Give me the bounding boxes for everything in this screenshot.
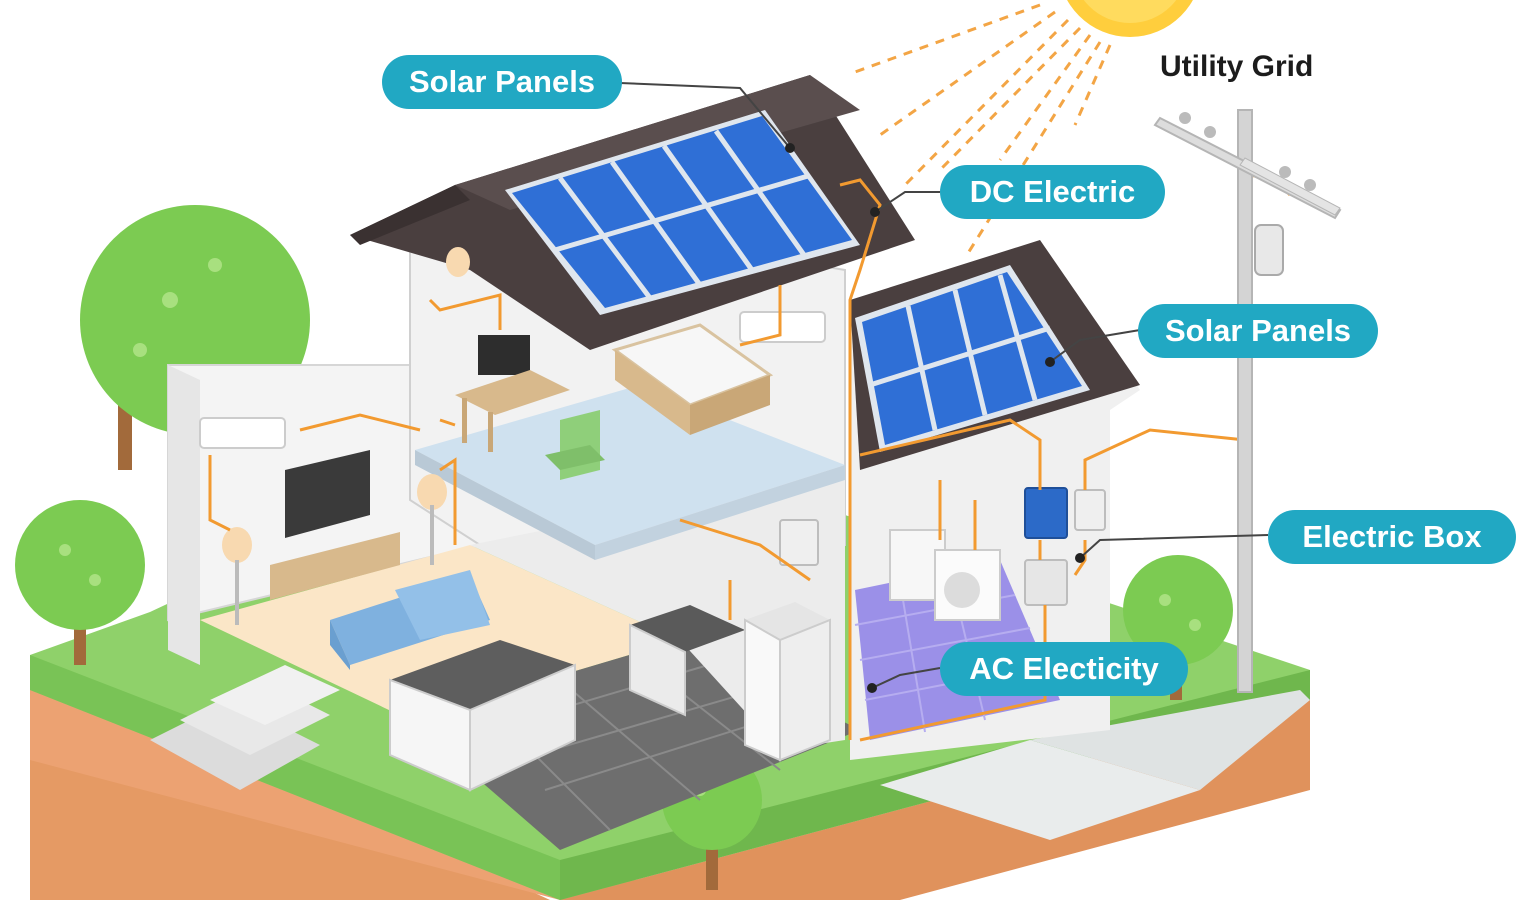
solar-panel-main — [505, 110, 860, 315]
sun-icon — [1067, 0, 1193, 37]
callout-dc-electric: DC Electric — [940, 165, 1165, 219]
callout-ac-electricity: AC Electicity — [940, 642, 1188, 696]
utility-pole-icon — [1153, 109, 1342, 693]
wiring — [208, 173, 1292, 742]
leader-lines — [619, 82, 1269, 689]
leader-dots — [785, 143, 1085, 693]
sun-rays — [854, 3, 1112, 259]
callout-solar-panels-main: Solar Panels — [382, 55, 622, 109]
solar-panel-annex — [855, 265, 1090, 452]
callout-solar-panels-annex: Solar Panels — [1138, 304, 1378, 358]
callout-electric-box: Electric Box — [1268, 510, 1516, 564]
tree-icon — [15, 500, 145, 665]
house-illustration — [150, 75, 1140, 850]
utility-grid-label: Utility Grid — [1160, 50, 1314, 83]
